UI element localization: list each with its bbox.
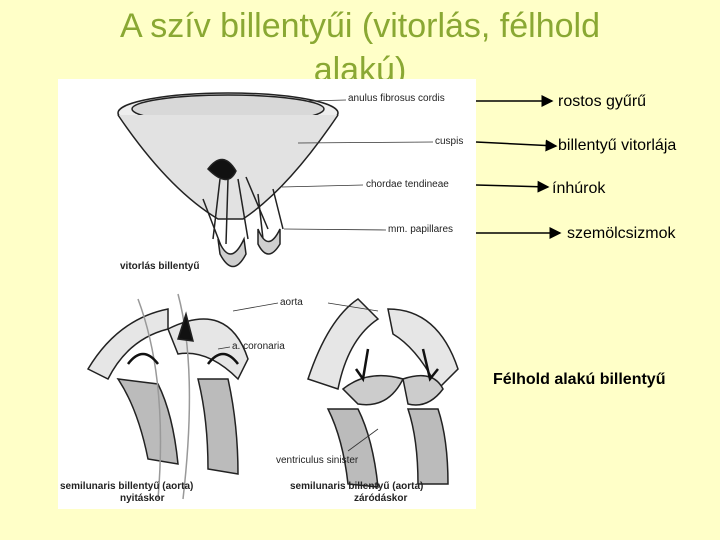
label-papillares: mm. papillares bbox=[388, 224, 453, 235]
label-chordae: chordae tendineae bbox=[366, 179, 449, 190]
annotation-felhold-alaku: Félhold alakú billentyű bbox=[493, 371, 665, 389]
arrow-inhurok bbox=[476, 185, 548, 187]
annotation-szemolcsizmok: szemölcsizmok bbox=[567, 225, 675, 243]
slide-title: A szív billentyűi (vitorlás, félhold ala… bbox=[0, 6, 720, 90]
title-line-1: A szív billentyűi (vitorlás, félhold bbox=[120, 7, 600, 45]
semilunar-valve-open-drawing bbox=[88, 294, 248, 499]
valve-illustration bbox=[58, 79, 476, 509]
label-cuspis: cuspis bbox=[435, 136, 463, 147]
label-vitorlas-billentyu: vitorlás billentyű bbox=[120, 261, 199, 272]
label-semilunaris-closed-2: záródáskor bbox=[354, 493, 407, 504]
label-coronaria: a. coronaria bbox=[232, 341, 285, 352]
label-semilunaris-closed-1: semilunaris billentyű (aorta) bbox=[290, 481, 423, 492]
annotation-inhurok: ínhúrok bbox=[552, 180, 605, 198]
label-anulus: anulus fibrosus cordis bbox=[348, 93, 445, 104]
atrioventricular-valve-drawing bbox=[118, 93, 338, 267]
arrow-vitorlaja bbox=[476, 142, 556, 146]
annotation-rostos-gyuru: rostos gyűrű bbox=[558, 93, 646, 111]
annotation-billentyu-vitorlaja: billentyű vitorlája bbox=[558, 137, 676, 155]
label-semilunaris-open-2: nyitáskor bbox=[120, 493, 164, 504]
label-ventriculus: ventriculus sinister bbox=[276, 455, 358, 466]
label-aorta: aorta bbox=[280, 297, 303, 308]
label-semilunaris-open-1: semilunaris billentyű (aorta) bbox=[60, 481, 193, 492]
valve-figure: anulus fibrosus cordis cuspis chordae te… bbox=[58, 79, 476, 509]
